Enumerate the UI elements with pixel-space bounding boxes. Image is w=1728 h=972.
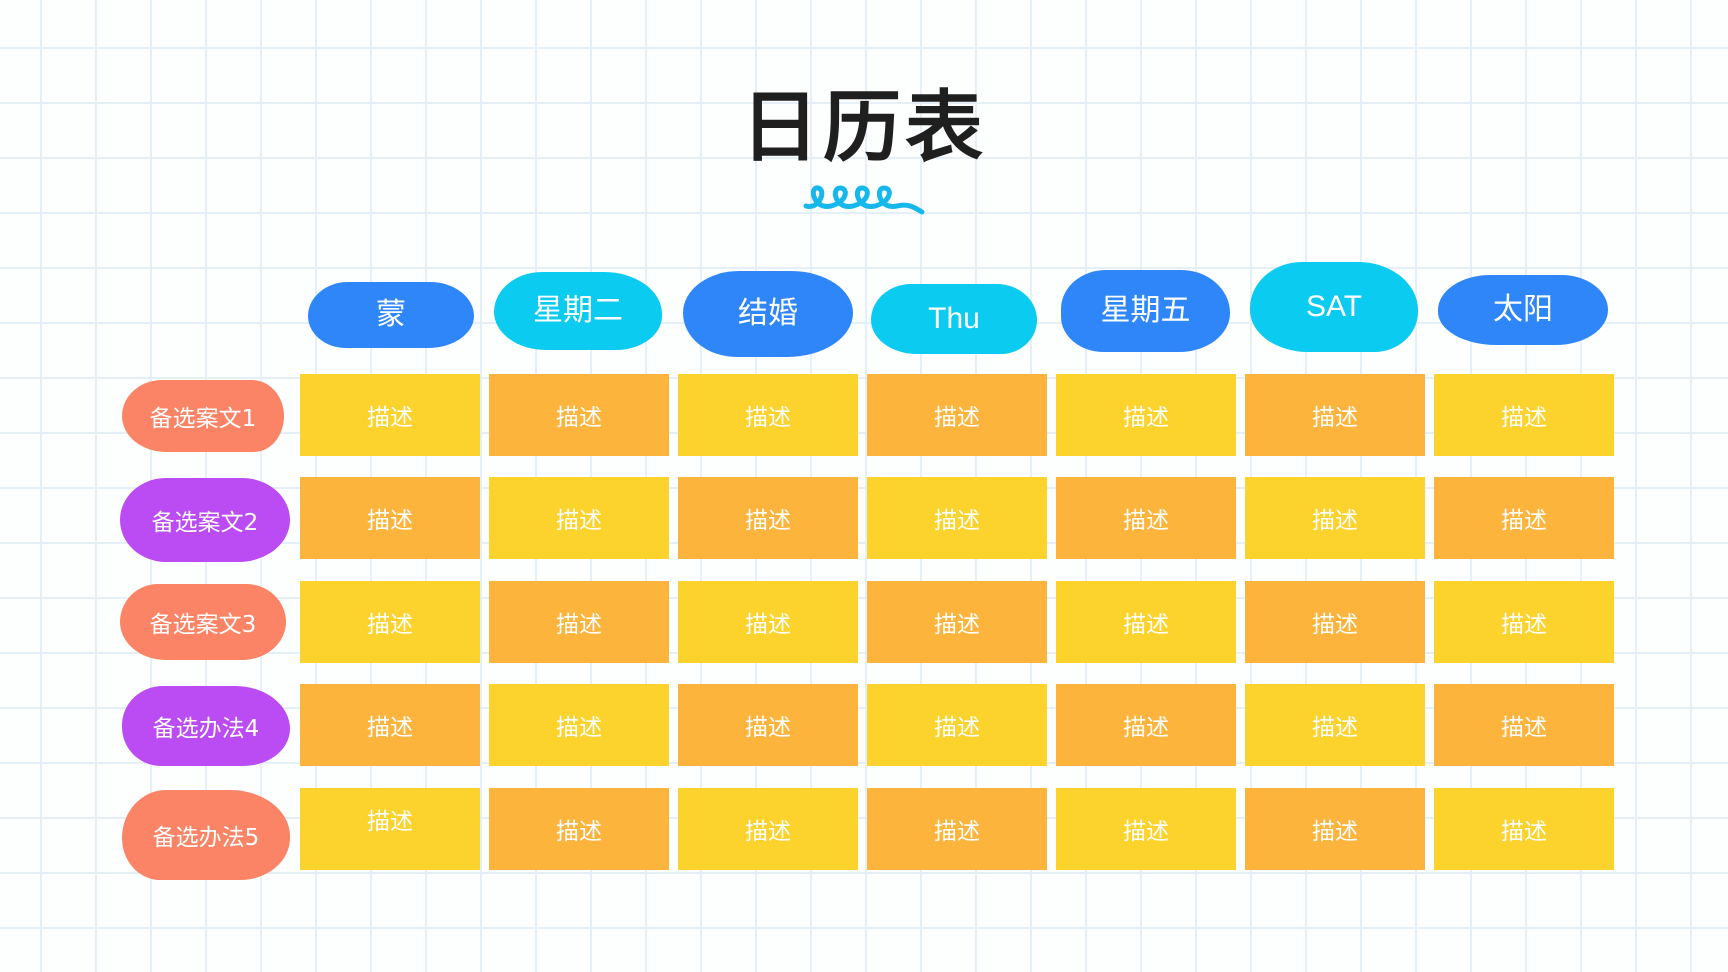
row-label-1: 备选案文1	[122, 380, 284, 452]
cell-text: 描述	[556, 405, 602, 431]
squiggle-decoration-icon	[803, 185, 925, 215]
cell-text: 描述	[1312, 405, 1358, 431]
row-label-5: 备选办法5	[122, 790, 290, 880]
cell-text: 描述	[1123, 819, 1169, 845]
day-header-label: 太阳	[1493, 293, 1553, 326]
cell-text: 描述	[934, 819, 980, 845]
cell-text: 描述	[1123, 715, 1169, 741]
table-cell: 描述	[1245, 581, 1425, 663]
cell-text: 描述	[367, 715, 413, 741]
table-cell: 描述	[1056, 581, 1236, 663]
day-header-3: 结婚	[683, 271, 853, 357]
cell-text: 描述	[1501, 819, 1547, 845]
table-cell: 描述	[489, 581, 669, 663]
table-cell: 描述	[1245, 374, 1425, 456]
cell-text: 描述	[1123, 405, 1169, 431]
day-header-label: Thu	[928, 302, 980, 335]
table-cell: 描述	[867, 581, 1047, 663]
table-cell: 描述	[678, 684, 858, 766]
row-label-text: 备选办法4	[152, 716, 260, 742]
table-cell: 描述	[1056, 374, 1236, 456]
row-label-text: 备选案文2	[151, 510, 259, 536]
table-cell: 描述	[1245, 477, 1425, 559]
cell-text: 描述	[367, 809, 413, 835]
row-label-4: 备选办法4	[122, 686, 290, 766]
table-cell: 描述	[489, 477, 669, 559]
cell-text: 描述	[745, 715, 791, 741]
day-header-label: 蒙	[376, 298, 406, 331]
row-label-3: 备选案文3	[120, 584, 286, 660]
row-label-2: 备选案文2	[120, 478, 290, 562]
cell-text: 描述	[367, 405, 413, 431]
table-cell: 描述	[867, 477, 1047, 559]
day-header-label: 结婚	[738, 297, 798, 330]
cell-text: 描述	[934, 715, 980, 741]
row-label-text: 备选案文1	[149, 406, 257, 432]
table-cell: 描述	[1056, 788, 1236, 870]
table-cell: 描述	[489, 684, 669, 766]
row-label-text: 备选办法5	[152, 825, 260, 851]
day-header-label: 星期五	[1100, 294, 1191, 327]
day-header-label: SAT	[1305, 290, 1363, 323]
cell-text: 描述	[1123, 508, 1169, 534]
row-label-text: 备选案文3	[149, 612, 257, 638]
table-cell: 描述	[1434, 684, 1614, 766]
table-cell: 描述	[489, 374, 669, 456]
cell-text: 描述	[1501, 508, 1547, 534]
table-cell: 描述	[1434, 374, 1614, 456]
day-header-5: 星期五	[1061, 270, 1230, 352]
cell-text: 描述	[934, 508, 980, 534]
cell-text: 描述	[745, 405, 791, 431]
table-cell: 描述	[300, 684, 480, 766]
cell-text: 描述	[1501, 612, 1547, 638]
table-cell: 描述	[1434, 581, 1614, 663]
table-cell: 描述	[1056, 477, 1236, 559]
day-header-2: 星期二	[494, 272, 662, 350]
table-cell: 描述	[678, 477, 858, 559]
day-header-7: 太阳	[1438, 275, 1608, 345]
cell-text: 描述	[556, 612, 602, 638]
cell-text: 描述	[934, 612, 980, 638]
cell-text: 描述	[1312, 508, 1358, 534]
cell-text: 描述	[367, 508, 413, 534]
cell-text: 描述	[367, 612, 413, 638]
cell-text: 描述	[745, 508, 791, 534]
table-cell: 描述	[1434, 788, 1614, 870]
table-cell: 描述	[1245, 788, 1425, 870]
day-header-1: 蒙	[308, 282, 474, 348]
table-cell: 描述	[678, 581, 858, 663]
table-cell: 描述	[489, 788, 669, 870]
table-cell: 描述	[678, 788, 858, 870]
cell-text: 描述	[556, 715, 602, 741]
table-cell: 描述	[1056, 684, 1236, 766]
table-cell: 描述	[300, 581, 480, 663]
cell-text: 描述	[745, 819, 791, 845]
page-title: 日历表	[740, 83, 987, 173]
table-cell: 描述	[300, 374, 480, 456]
table-cell: 描述	[300, 788, 480, 870]
cell-text: 描述	[1312, 612, 1358, 638]
cell-text: 描述	[934, 405, 980, 431]
cell-text: 描述	[1312, 715, 1358, 741]
table-cell: 描述	[867, 374, 1047, 456]
table-cell: 描述	[1434, 477, 1614, 559]
cell-text: 描述	[556, 819, 602, 845]
table-cell: 描述	[867, 684, 1047, 766]
table-cell: 描述	[678, 374, 858, 456]
cell-text: 描述	[1501, 405, 1547, 431]
table-cell: 描述	[1245, 684, 1425, 766]
day-header-label: 星期二	[533, 294, 623, 327]
day-header-6: SAT	[1250, 262, 1418, 352]
cell-text: 描述	[1123, 612, 1169, 638]
table-cell: 描述	[867, 788, 1047, 870]
cell-text: 描述	[1312, 819, 1358, 845]
cell-text: 描述	[745, 612, 791, 638]
day-header-4: Thu	[871, 284, 1037, 354]
table-cell: 描述	[300, 477, 480, 559]
cell-text: 描述	[556, 508, 602, 534]
cell-text: 描述	[1501, 715, 1547, 741]
